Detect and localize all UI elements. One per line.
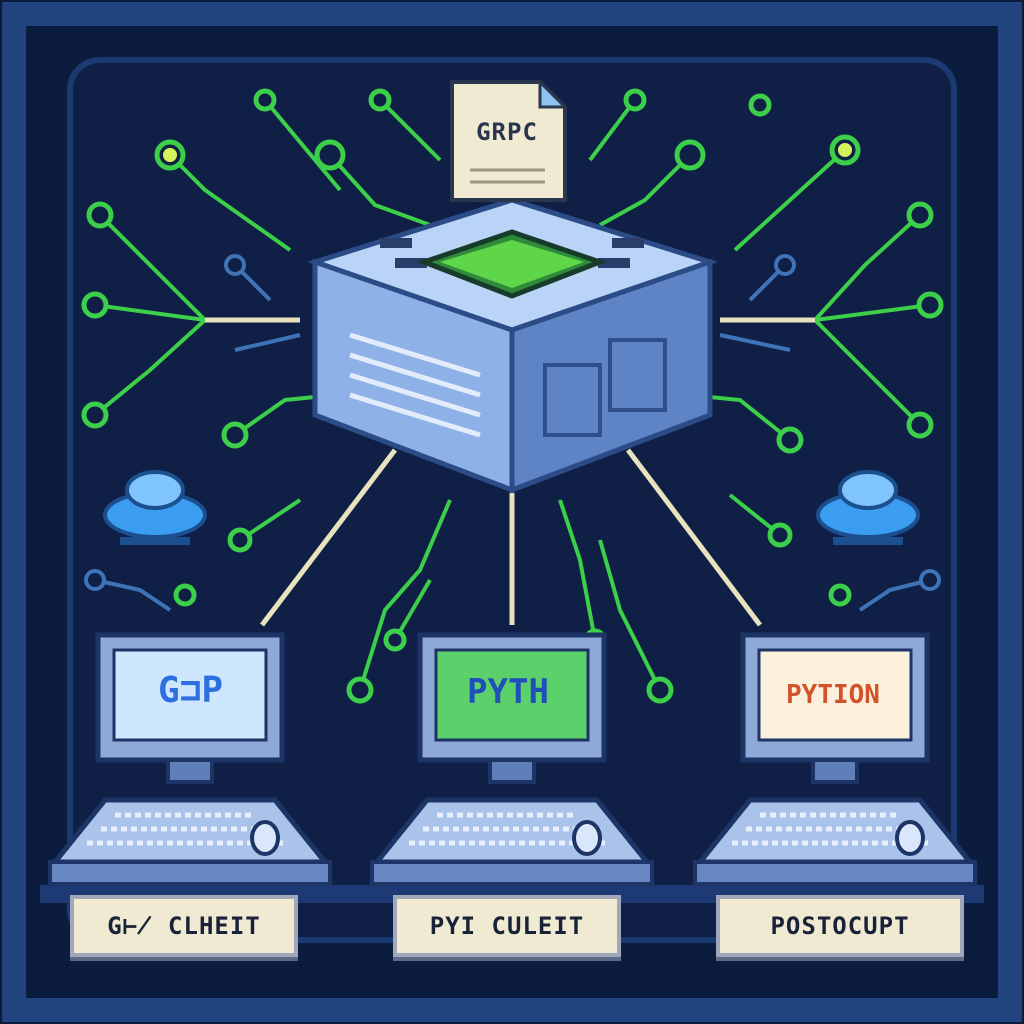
client-1-name-plate: G⊬ CLHEIT xyxy=(70,895,298,957)
client-3-screen-text: PYTION xyxy=(786,680,880,710)
mouse-icon xyxy=(895,820,925,856)
keyboard-icon xyxy=(49,797,331,865)
cloud-icon-left xyxy=(103,470,207,545)
mouse-icon xyxy=(572,820,602,856)
monitor-screen xyxy=(757,648,913,742)
keyboard-icon xyxy=(371,797,653,865)
desk-base xyxy=(370,860,654,886)
circuit-traces-blue xyxy=(94,263,931,612)
client-1-screen-text: G⊐P xyxy=(157,670,224,711)
glow-nodes xyxy=(163,143,852,162)
client-3-name-plate: POSTOCUPT xyxy=(716,895,964,957)
monitor-stand xyxy=(166,758,214,784)
desk-base xyxy=(693,860,977,886)
circuit-nodes-green xyxy=(81,88,944,704)
computer-icon-3 xyxy=(693,632,977,886)
cloud-icon-right xyxy=(816,470,920,545)
monitor-screen xyxy=(112,648,268,742)
desk-base xyxy=(48,860,332,886)
document-label: GRPC xyxy=(476,118,538,146)
server-icon xyxy=(307,197,719,494)
monitor-screen xyxy=(434,648,590,742)
document-icon xyxy=(450,78,569,202)
computer-icon-2 xyxy=(370,632,654,886)
connector-lines xyxy=(205,317,815,627)
mouse-icon xyxy=(250,820,280,856)
keyboard-icon xyxy=(694,797,976,865)
client-2-name-plate: PYI CULEIT xyxy=(393,895,621,957)
monitor-stand xyxy=(488,758,536,784)
monitor-stand xyxy=(811,758,859,784)
chip-icon xyxy=(416,229,608,299)
circuit-nodes-blue xyxy=(84,254,941,591)
computer-icon-1 xyxy=(48,632,332,886)
client-2-screen-text: PYTH xyxy=(467,672,549,712)
